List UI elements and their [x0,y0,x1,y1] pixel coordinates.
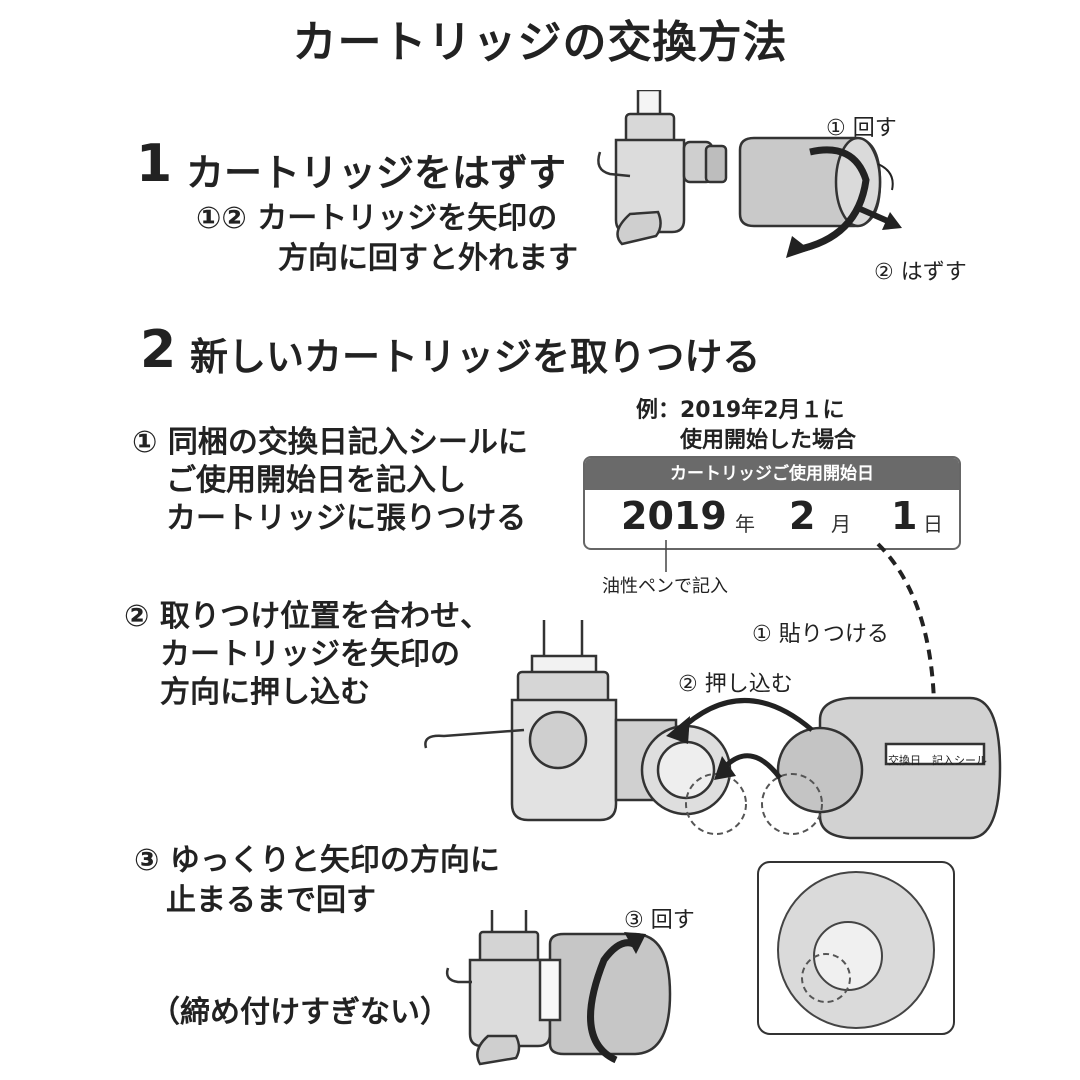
step3-rotate-label: ③ 回す [624,908,695,933]
step1-remove-label: ② はずす [874,260,967,285]
example-line1: 例：2019年2月１に [636,398,845,423]
pen-note-leader [665,540,667,572]
push-label: ② 押し込む [678,672,793,697]
page-title: カートリッジの交換方法 [292,17,788,68]
step2-sub2-line3: 方向に押し込む [160,675,370,710]
step2-sub3-line1: ③ ゆっくりと矢印の方向に [134,843,500,878]
label-month: 2 [789,494,816,538]
label-day-unit: 日 [923,512,943,536]
label-day: 1 [891,494,918,538]
sticker-text: 交換日 記入シール [888,754,987,767]
step2-heading: 新しいカートリッジを取りつける [190,335,761,379]
stick-label: ① 貼りつける [752,622,889,647]
label-year: 2019 [621,494,727,538]
step2-number: 2 [140,320,177,380]
pen-note: 油性ペンで記入 [602,576,728,597]
start-date-label: カートリッジご使用開始日 2019 年 2 月 1 日 [583,456,961,550]
step2-sub1-line2: ご使用開始日を記入し [166,463,466,498]
start-date-label-header: カートリッジご使用開始日 [585,458,959,490]
step2-sub1-line1: ① 同梱の交換日記入シールに [132,425,528,460]
tightening-note: （締め付けすぎない） [150,995,450,1030]
label-month-unit: 月 [831,512,851,536]
step2-faucet-illustration [424,620,1002,840]
step1-number: 1 [136,134,173,194]
step1-desc-line1: ①② カートリッジを矢印の [196,201,558,236]
step1-faucet-illustration [597,90,902,258]
step1-heading: カートリッジをはずす [186,151,567,195]
step2-sub2-line2: カートリッジを矢印の [160,637,460,672]
step3-faucet-illustration [445,910,672,1066]
step2-sub1-line3: カートリッジに張りつける [166,501,527,536]
example-line2: 使用開始した場合 [680,428,857,453]
step2-sub2-line1: ② 取りつけ位置を合わせ、 [124,599,491,634]
step1-rotate-label: ① 回す [826,116,897,141]
zoom-inset [757,861,955,1035]
step1-desc-line2: 方向に回すと外れます [278,241,578,276]
step2-sub3-line2: 止まるまで回す [166,883,376,918]
label-year-unit: 年 [735,512,755,536]
